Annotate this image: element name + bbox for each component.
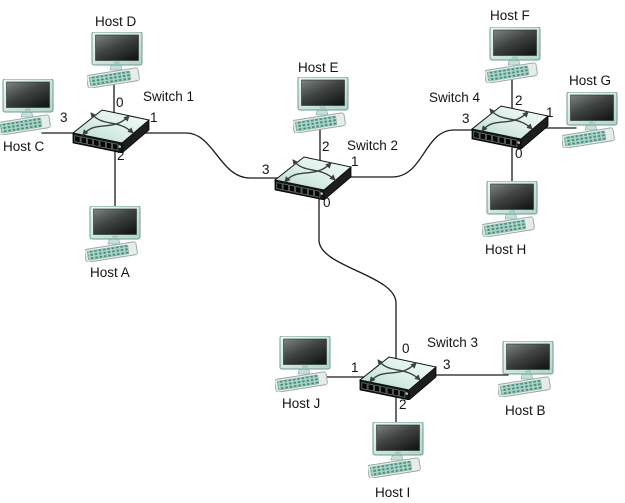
- host-e-label: Host E: [298, 60, 339, 75]
- host-e-computer-icon[interactable]: [292, 77, 349, 133]
- host-g-computer-icon[interactable]: [561, 92, 618, 148]
- host-c-label: Host C: [3, 139, 45, 154]
- switch-4-port-0-label: 0: [515, 146, 523, 161]
- host-h-label: Host H: [485, 242, 527, 257]
- host-j-computer-icon[interactable]: [274, 336, 331, 392]
- switch-4-port-3-label: 3: [462, 111, 470, 126]
- switch-2-icon[interactable]: [275, 157, 351, 200]
- host-b-label: Host B: [505, 403, 546, 418]
- host-b-computer-icon[interactable]: [497, 341, 554, 397]
- switch-3-icon[interactable]: [360, 357, 436, 400]
- host-a-computer-icon[interactable]: [84, 206, 141, 262]
- host-f-label: Host F: [490, 8, 530, 23]
- host-f-computer-icon[interactable]: [484, 27, 541, 83]
- host-g-label: Host G: [569, 73, 612, 88]
- switch-3-label: Switch 3: [427, 335, 479, 350]
- host-j-label: Host J: [282, 396, 321, 411]
- switch-1-port-1-label: 1: [150, 110, 158, 125]
- switch-2-port-2-label: 2: [322, 139, 330, 154]
- switch-3-port-0-label: 0: [402, 341, 410, 356]
- switch-3-port-2-label: 2: [399, 397, 407, 412]
- switch-1-icon[interactable]: [73, 110, 149, 153]
- host-a-label: Host A: [90, 265, 130, 280]
- switch-3-port-1-label: 1: [351, 360, 359, 375]
- switch-1-port-0-label: 0: [116, 95, 124, 110]
- switch-2-port-0-label: 0: [323, 195, 331, 210]
- host-d-computer-icon[interactable]: [86, 32, 143, 88]
- switch-4-icon[interactable]: [472, 106, 548, 149]
- switch-2-label: Switch 2: [347, 138, 399, 153]
- host-d-label: Host D: [95, 14, 137, 29]
- cable-switch1-switch2[interactable]: [139, 132, 283, 179]
- host-i-computer-icon[interactable]: [367, 422, 424, 478]
- host-h-computer-icon[interactable]: [481, 181, 538, 237]
- host-c-computer-icon[interactable]: [0, 79, 54, 135]
- switch-1-port-3-label: 3: [60, 110, 68, 125]
- cable-switch2-switch4[interactable]: [343, 129, 477, 178]
- switch-4-label: Switch 4: [429, 90, 481, 105]
- switch-1-label: Switch 1: [143, 89, 195, 104]
- switch-3-port-3-label: 3: [443, 357, 451, 372]
- switch-1-port-2-label: 2: [117, 148, 125, 163]
- switch-2-port-3-label: 3: [262, 162, 270, 177]
- switch-4-port-1-label: 1: [546, 105, 554, 120]
- switch-2-port-1-label: 1: [351, 154, 359, 169]
- cable-switch2-switch3[interactable]: [318, 193, 397, 361]
- switch-4-port-2-label: 2: [515, 93, 523, 108]
- host-i-label: Host I: [375, 485, 411, 500]
